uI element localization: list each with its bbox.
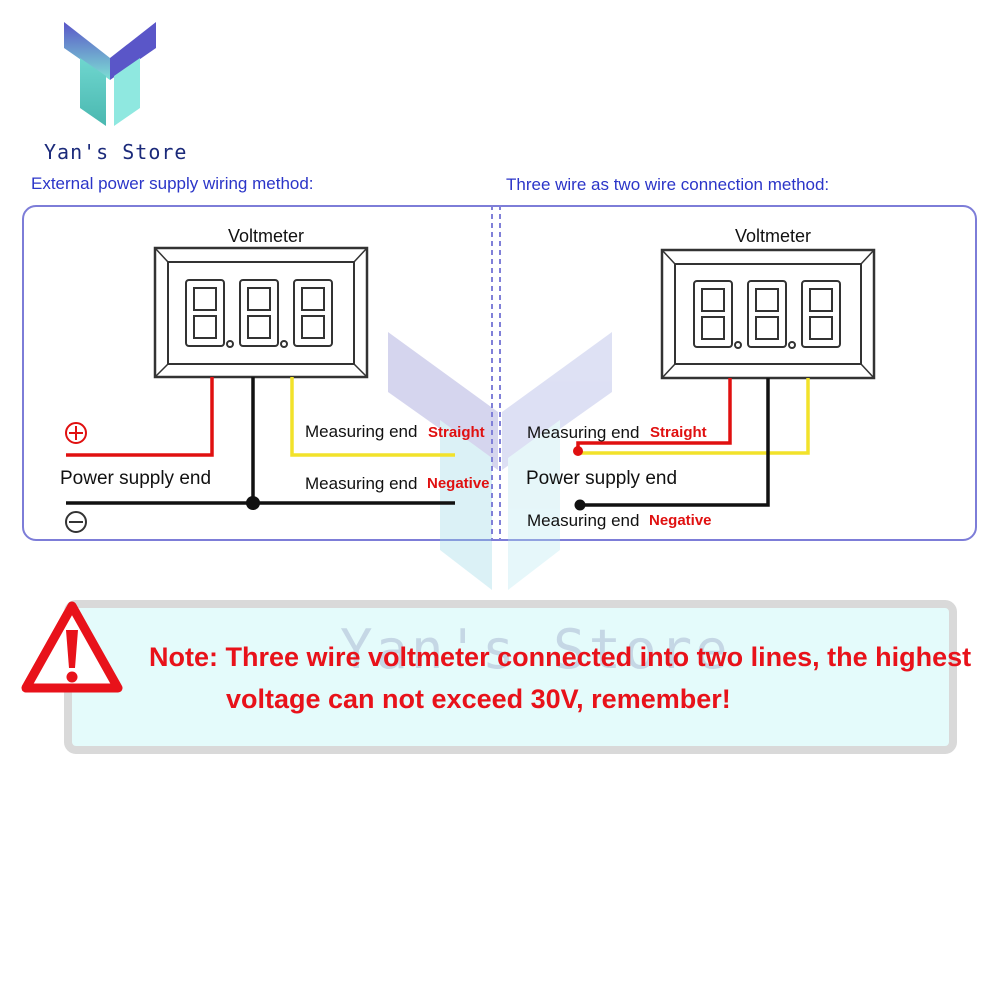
- left-power-supply-label: Power supply end: [60, 468, 212, 489]
- left-red-wire: [66, 377, 214, 457]
- minus-circle-icon: [65, 511, 87, 533]
- right-power-supply-label: Power supply end: [526, 468, 678, 489]
- note-line-1: Note: Three wire voltmeter connected int…: [149, 642, 972, 672]
- right-digit-2: [747, 280, 796, 349]
- brand-logo-icon: [64, 22, 156, 126]
- left-measuring-end-straight-label: Measuring end: [305, 422, 418, 441]
- left-straight-tag: Straight: [428, 424, 485, 441]
- right-digit-3: [801, 280, 841, 348]
- left-digit-3: [293, 279, 333, 347]
- watermark-logo: [388, 332, 612, 590]
- brand-name: Yan's Store: [44, 140, 188, 164]
- note-line-2: voltage can not exceed 30V, remember!: [226, 684, 731, 714]
- right-yellow-wire: [578, 378, 810, 455]
- right-negative-tag: Negative: [649, 512, 712, 529]
- left-voltmeter-title: Voltmeter: [228, 226, 305, 246]
- left-digit-1: [185, 279, 234, 348]
- right-black-terminal-dot: [574, 499, 586, 511]
- left-junction-dot: [246, 496, 260, 510]
- note-box: [64, 600, 957, 754]
- left-yellow-wire: [290, 377, 455, 457]
- right-straight-tag: Straight: [650, 424, 707, 441]
- watermark-text: Yan's Store: [340, 618, 731, 681]
- left-digit-2: [239, 279, 288, 348]
- heading-three-wire: Three wire as two wire connection method…: [506, 175, 830, 194]
- plus-circle-icon: [65, 422, 87, 444]
- right-measuring-end-negative-label: Measuring end: [527, 511, 640, 530]
- right-black-wire: [580, 378, 770, 507]
- right-measuring-end-straight-label: Measuring end: [527, 423, 640, 442]
- warning-icon-overlay: [22, 601, 123, 693]
- right-voltmeter-title: Voltmeter: [735, 226, 812, 246]
- right-digit-1: [693, 280, 742, 349]
- left-measuring-end-negative-label: Measuring end: [305, 474, 418, 493]
- right-red-terminal-dot: [573, 446, 583, 456]
- heading-external-supply: External power supply wiring method:: [31, 174, 314, 193]
- left-negative-tag: Negative: [427, 475, 490, 492]
